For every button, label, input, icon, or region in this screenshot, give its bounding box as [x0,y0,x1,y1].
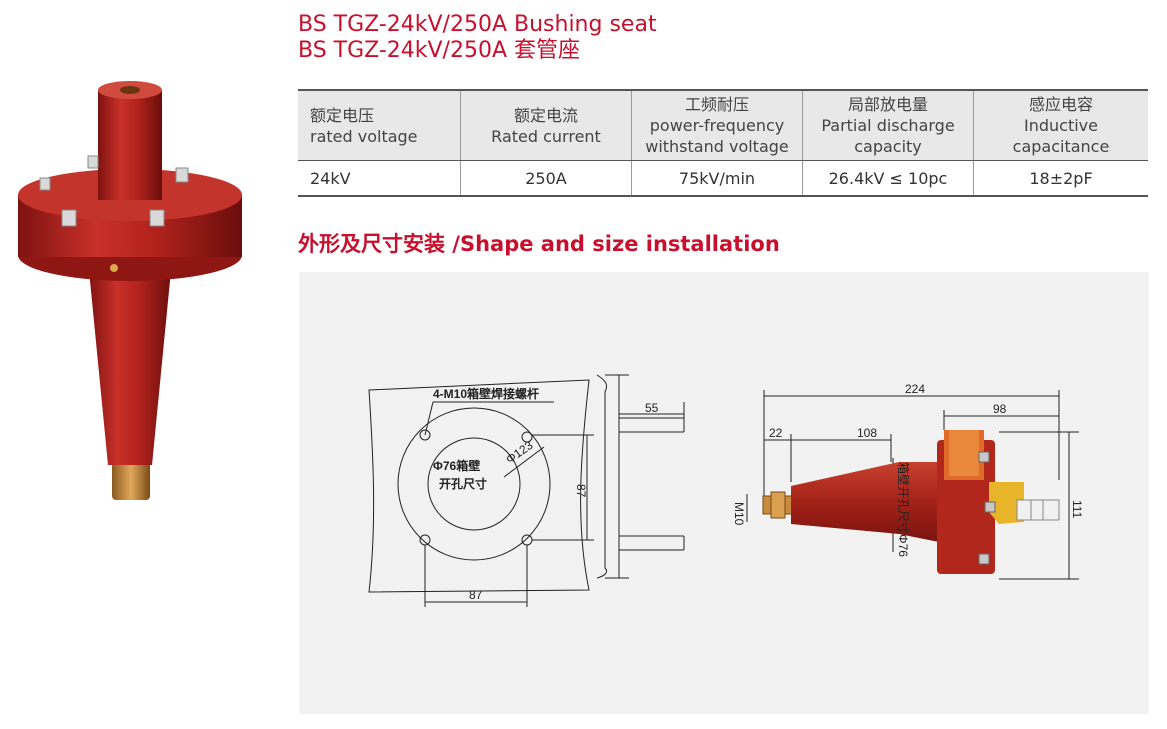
header-inductive-capacitance: 感应电容 Inductive capacitance [973,89,1148,161]
hole-label-line1: Φ76箱壁 [433,458,480,473]
technical-drawing: 4-M10箱壁焊接螺杆 Φ76箱壁 开孔尺寸 Φ123 87 87 55 [368,374,1084,607]
header-rated-current: 额定电流 Rated current [460,89,632,161]
bolt-label: 4-M10箱壁焊接螺杆 [433,386,539,401]
technical-drawing-panel: 4-M10箱壁焊接螺杆 Φ76箱壁 开孔尺寸 Φ123 87 87 55 [299,272,1149,714]
dim-98: 98 [993,402,1007,416]
tank-hole-label: 箱壁开孔尺寸Φ76 [896,462,911,557]
header-withstand-voltage: 工频耐压 power-frequency withstand voltage [631,89,803,161]
dim-87-vertical: 87 [574,484,588,498]
bracket-side-view [596,374,685,579]
dim-55: 55 [645,401,659,415]
header-partial-discharge: 局部放电量 Partial discharge capacity [802,89,974,161]
spec-table-header-row: 额定电压 rated voltage 额定电流 Rated current 工频… [298,89,1148,161]
product-title-chinese: BS TGZ-24kV/250A 套管座 [298,38,581,63]
table-row: 24kV 250A 75kV/min 26.4kV ≤ 10pc 18±2pF [298,160,1148,197]
dim-m10: M10 [732,502,746,526]
cell-partial-discharge: 26.4kV ≤ 10pc [802,160,974,197]
product-title-english: BS TGZ-24kV/250A Bushing seat [298,12,657,37]
dim-87-horizontal: 87 [469,588,483,602]
cell-rated-voltage: 24kV [298,160,461,197]
header-rated-voltage: 额定电压 rated voltage [298,89,461,161]
dim-224: 224 [905,382,925,396]
dim-108: 108 [857,426,877,440]
flange-front-view [368,379,594,607]
bushing-side-view [746,390,1079,580]
bushing-product-photo [18,81,242,500]
dim-22: 22 [769,426,783,440]
section-heading: 外形及尺寸安装 /Shape and size installation [298,232,780,256]
cell-inductive-capacitance: 18±2pF [973,160,1148,197]
spec-table: 额定电压 rated voltage 额定电流 Rated current 工频… [298,89,1148,197]
hole-label-line2: 开孔尺寸 [439,476,487,491]
title-block: BS TGZ-24kV/250A Bushing seat BS TGZ-24k… [298,12,657,64]
cell-rated-current: 250A [460,160,632,197]
dim-111: 111 [1070,500,1084,519]
cell-withstand-voltage: 75kV/min [631,160,803,197]
